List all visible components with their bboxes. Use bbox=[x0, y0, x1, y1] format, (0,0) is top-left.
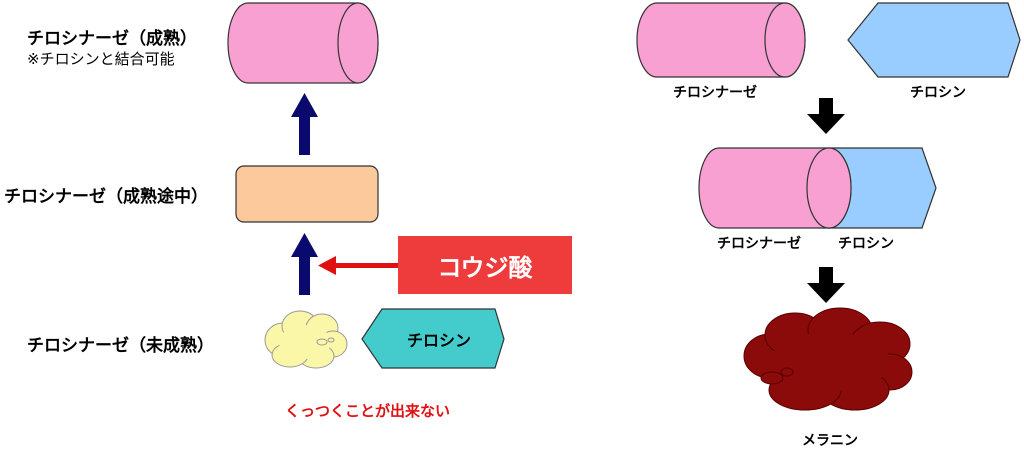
kojic-acid-label: コウジ酸 bbox=[398, 236, 572, 294]
down-arrow-1 bbox=[807, 98, 845, 134]
up-arrow-maturing-to-mature bbox=[291, 93, 318, 155]
right-tyrosine-label: チロシン bbox=[910, 85, 966, 101]
up-arrow-immature-to-maturing bbox=[291, 233, 318, 295]
cannot-bind-label: くっつくことが出来ない bbox=[285, 402, 451, 420]
kojic-acid-block-arrow bbox=[318, 256, 399, 275]
right-tyrosinase-label: チロシナーゼ bbox=[673, 85, 757, 101]
combined-tyrosinase-tyrosine bbox=[698, 147, 937, 229]
immature-tyrosinase-label: チロシナーゼ（未成熟） bbox=[27, 336, 214, 356]
right-tyrosine-pentagon bbox=[847, 2, 1021, 78]
combined-tyrosinase-label: チロシナーゼ bbox=[717, 236, 801, 252]
tyrosine-pentagon-left bbox=[361, 308, 505, 369]
mature-note-label: ※チロシンと結合可能 bbox=[27, 50, 175, 68]
immature-tyrosinase-cloud bbox=[264, 310, 348, 369]
tyrosine-left-label: チロシン bbox=[406, 330, 471, 350]
mature-tyrosinase-label: チロシナーゼ（成熟） bbox=[27, 29, 197, 49]
right-tyrosinase-cylinder bbox=[636, 2, 806, 78]
mature-tyrosinase-cylinder bbox=[227, 2, 379, 84]
melanin-label: メラニン bbox=[802, 433, 858, 449]
combined-tyrosine-label: チロシン bbox=[838, 236, 894, 252]
maturing-tyrosinase-label: チロシナーゼ（成熟途中） bbox=[4, 187, 208, 207]
maturing-tyrosinase-box bbox=[235, 165, 379, 223]
melanin-cloud bbox=[743, 307, 913, 411]
down-arrow-2 bbox=[807, 267, 845, 303]
